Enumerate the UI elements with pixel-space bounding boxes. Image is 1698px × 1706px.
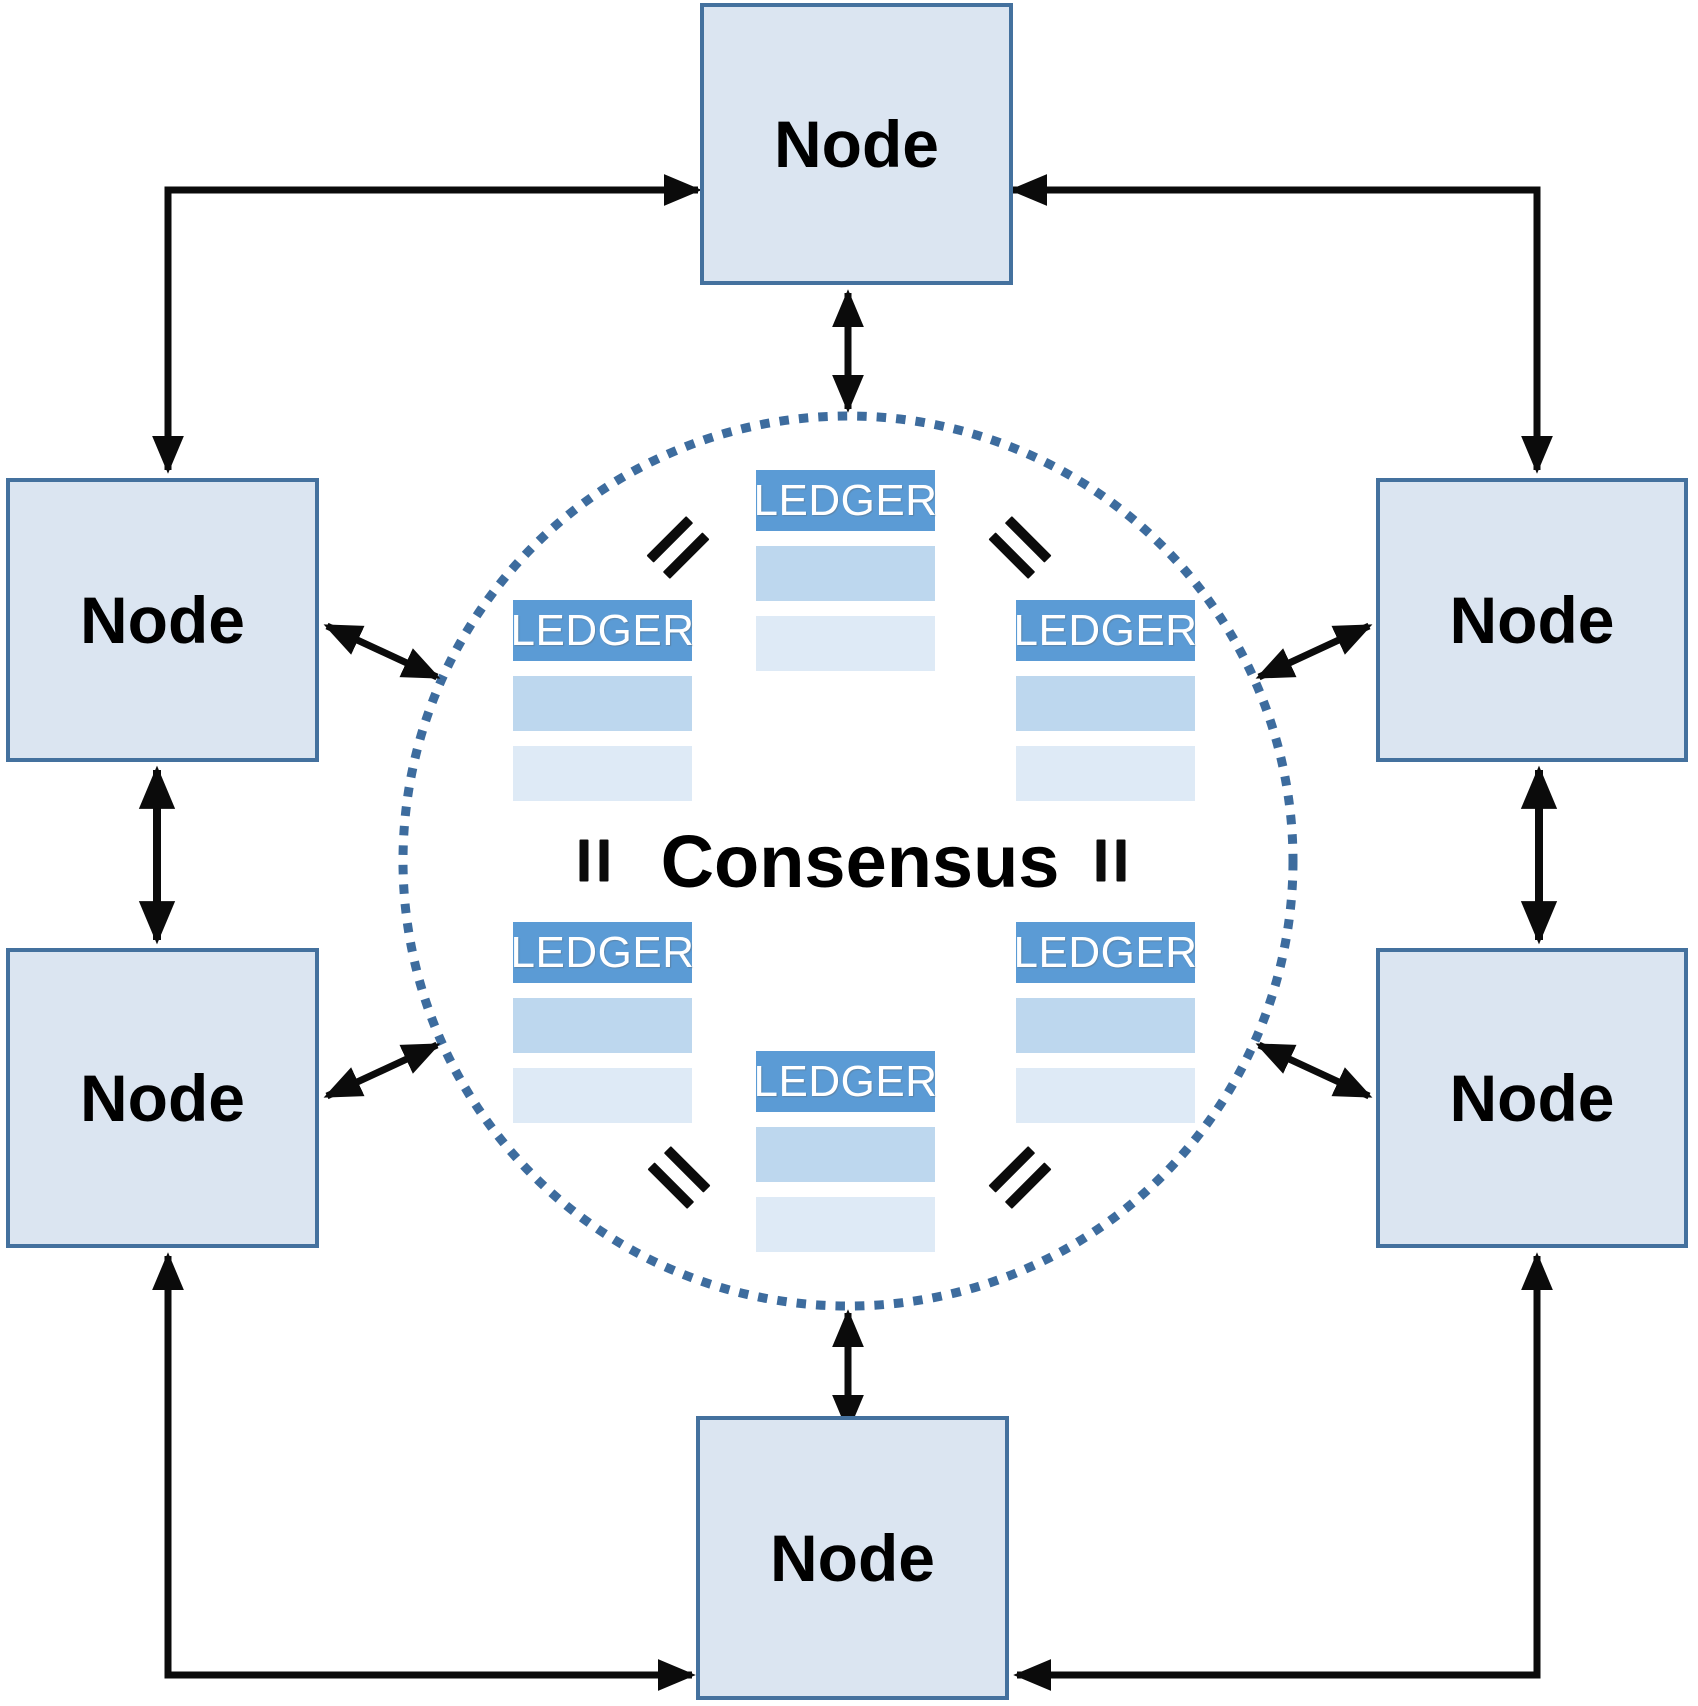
ledger-row bbox=[513, 676, 692, 731]
ledger-title: LEDGER bbox=[754, 1051, 937, 1112]
arrow-top-right-elbow bbox=[1009, 174, 1553, 474]
node-label: Node bbox=[80, 583, 245, 657]
node-label: Node bbox=[1449, 1061, 1615, 1135]
ledger-title: LEDGER bbox=[1014, 922, 1197, 983]
node-label: Node bbox=[774, 107, 939, 181]
arrow-upper-left-node-to-circle bbox=[323, 622, 441, 681]
node-label: Node bbox=[80, 1061, 245, 1135]
equals-bar bbox=[579, 839, 589, 882]
consensus-label: Consensus bbox=[660, 820, 1060, 903]
ledger-row bbox=[756, 1197, 935, 1252]
node-upper-right: Node bbox=[1376, 478, 1688, 762]
ledger-row bbox=[756, 616, 935, 671]
arrow-bottom-right-elbow bbox=[1013, 1252, 1553, 1691]
ledger-title: LEDGER bbox=[754, 470, 937, 531]
ledger-row bbox=[756, 546, 935, 601]
node-lower-right: Node bbox=[1376, 948, 1688, 1248]
arrow-top-left-elbow bbox=[152, 174, 702, 474]
ledger-row bbox=[1016, 1068, 1195, 1123]
ledger-bottom-center: LEDGER bbox=[754, 1051, 937, 1252]
equals-bar bbox=[1096, 839, 1106, 882]
ledger-row bbox=[513, 746, 692, 801]
ledger-title: LEDGER bbox=[511, 922, 694, 983]
ledger-upper-left: LEDGER bbox=[511, 600, 694, 801]
ledger-top-center: LEDGER bbox=[754, 470, 937, 671]
ledger-title: LEDGER bbox=[1014, 600, 1197, 661]
ledger-title: LEDGER bbox=[511, 600, 694, 661]
ledger-row bbox=[1016, 998, 1195, 1053]
ledger-row bbox=[513, 1068, 692, 1123]
equals-bar bbox=[599, 839, 609, 882]
ledger-row bbox=[756, 1127, 935, 1182]
ledger-row bbox=[1016, 676, 1195, 731]
node-upper-left: Node bbox=[6, 478, 319, 762]
node-bottom: Node bbox=[696, 1416, 1009, 1700]
ledger-lower-right: LEDGER bbox=[1014, 922, 1197, 1123]
ledger-upper-right: LEDGER bbox=[1014, 600, 1197, 801]
node-lower-left: Node bbox=[6, 948, 319, 1248]
node-label: Node bbox=[1449, 583, 1615, 657]
node-top: Node bbox=[700, 3, 1013, 285]
equals-bar bbox=[1116, 839, 1126, 882]
ledger-row bbox=[1016, 746, 1195, 801]
consensus-dotted-circle bbox=[398, 411, 1298, 1311]
arrow-bottom-left-elbow bbox=[152, 1252, 696, 1691]
ledger-lower-left: LEDGER bbox=[511, 922, 694, 1123]
equals-icon-middle-right bbox=[1096, 839, 1126, 882]
arrow-lower-right-node-to-circle bbox=[1255, 1041, 1373, 1100]
arrow-upper-right-node-to-circle bbox=[1255, 622, 1373, 681]
equals-icon-middle-left bbox=[579, 839, 609, 882]
ledger-row bbox=[513, 998, 692, 1053]
node-label: Node bbox=[770, 1521, 935, 1595]
arrow-lower-left-node-to-circle bbox=[323, 1041, 441, 1100]
